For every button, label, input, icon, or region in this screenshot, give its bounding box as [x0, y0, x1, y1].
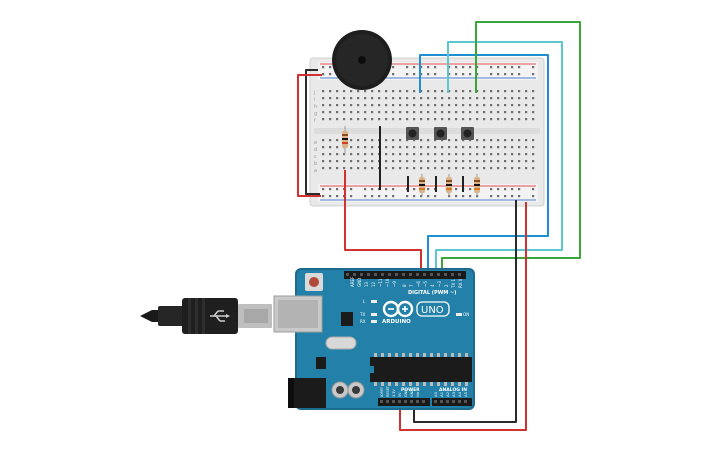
power-pin-labels: IOREF RESET 3.3V 5V GND GND Vin [380, 385, 420, 397]
usb-icon [210, 310, 228, 322]
row-letter: c [314, 154, 317, 160]
power-header-title: POWER [401, 387, 420, 393]
svg-text:A1: A1 [439, 391, 444, 397]
svg-text:RESET: RESET [386, 385, 390, 397]
pin-label: ~5 [423, 281, 428, 287]
analog-pin-labels: A0 A1 A2 A3 A4 A5 [433, 391, 468, 397]
pushbutton-2[interactable] [434, 127, 447, 140]
svg-text:A0: A0 [433, 391, 438, 397]
usb-cable [140, 298, 272, 334]
resistor-button-1[interactable] [419, 174, 425, 196]
pin-label: RX 0 [458, 278, 463, 288]
reset-button[interactable] [305, 273, 323, 291]
resistor-button-3[interactable] [474, 174, 480, 196]
arduino-logo [382, 300, 414, 318]
row-letter: d [314, 147, 317, 153]
svg-text:RX: RX [360, 319, 366, 324]
row-letter: b [314, 161, 317, 167]
pin-label: 7 [409, 284, 414, 287]
crystal-oscillator [325, 336, 357, 350]
wires [297, 21, 581, 431]
power-on-led: ON [456, 312, 469, 317]
pin-label: 2 [444, 284, 449, 287]
wire-button-3 [441, 21, 581, 268]
row-letter: f [314, 118, 316, 124]
pin-label: GND [357, 278, 362, 287]
piezo-buzzer[interactable] [332, 30, 392, 90]
capacitors [331, 381, 365, 399]
pin-label: 13 [364, 281, 369, 287]
bottom-power-rail [318, 184, 538, 202]
pushbutton-1[interactable] [406, 127, 419, 140]
row-letter: h [314, 104, 317, 110]
wire-5v-arduino [399, 202, 527, 431]
uno-badge: UNO [416, 301, 450, 317]
pin-label: 8 [402, 284, 407, 287]
row-letter: a [314, 168, 317, 174]
brand-label: ARDUINO [382, 319, 411, 325]
svg-text:GND: GND [404, 389, 408, 397]
row-letter: e [314, 140, 317, 146]
svg-text:5V: 5V [398, 392, 402, 397]
resistor-button-2[interactable] [446, 174, 452, 196]
arduino-uno-board[interactable]: AREF GND 13 12 ~11 ~10 ~9 8 7 ~6 ~5 4 ~3… [273, 268, 475, 410]
pin-label: ~6 [416, 281, 421, 287]
digital-header-title: DIGITAL (PWM ~) [408, 290, 456, 296]
wire-button-1 [419, 54, 549, 268]
wire-5v-left [297, 74, 322, 197]
pin-label: 4 [430, 284, 435, 287]
pin-label: ~3 [437, 281, 442, 287]
svg-text:A5: A5 [463, 391, 468, 397]
usb-chip [341, 312, 353, 326]
center-channel [314, 128, 540, 134]
row-letter: i [314, 97, 315, 103]
pin-label: 12 [371, 281, 376, 287]
digital-header-pins [346, 273, 461, 276]
analog-header-title: ANALOG IN [439, 387, 467, 393]
svg-text:TX: TX [359, 312, 365, 317]
wire-gnd-arduino [413, 200, 517, 423]
svg-text:L: L [363, 299, 366, 304]
row-letter: g [314, 111, 317, 117]
pushbutton-3[interactable] [461, 127, 474, 140]
wire-buzzer-pin [344, 170, 422, 268]
pin-label: ~11 [378, 278, 383, 287]
onboard-leds: L TX RX [359, 299, 377, 324]
resistor-buzzer[interactable] [342, 126, 348, 154]
svg-text:A3: A3 [451, 391, 456, 397]
chip-pins [374, 353, 468, 386]
row-letters: j i h g f e d c b a [313, 90, 317, 174]
breadboard[interactable]: j i h g f e d c b a [309, 57, 545, 207]
pin-label: ~10 [385, 278, 390, 287]
pin-label: TX 1 [451, 279, 456, 289]
pin-label: AREF [350, 276, 355, 287]
svg-text:GND: GND [410, 389, 414, 397]
power-header-pins [380, 400, 467, 403]
digital-pin-labels: AREF GND 13 12 ~11 ~10 ~9 8 7 ~6 ~5 4 ~3… [350, 276, 463, 289]
wire-button-2 [435, 41, 563, 268]
wire-gnd-left [305, 69, 320, 195]
pin-label: ~9 [392, 281, 397, 287]
svg-text:IOREF: IOREF [380, 387, 384, 397]
svg-text:A2: A2 [445, 391, 450, 397]
voltage-regulator [316, 357, 326, 369]
svg-text:A4: A4 [457, 391, 462, 397]
svg-text:ON: ON [463, 312, 469, 317]
breadboard-jumpers [379, 126, 464, 192]
row-letter: j [313, 90, 315, 96]
microcontroller-chip [370, 357, 472, 382]
svg-text:Vin: Vin [416, 392, 420, 397]
svg-text:3.3V: 3.3V [392, 389, 396, 397]
svg-text:UNO: UNO [421, 305, 444, 316]
dc-power-jack [288, 378, 326, 408]
